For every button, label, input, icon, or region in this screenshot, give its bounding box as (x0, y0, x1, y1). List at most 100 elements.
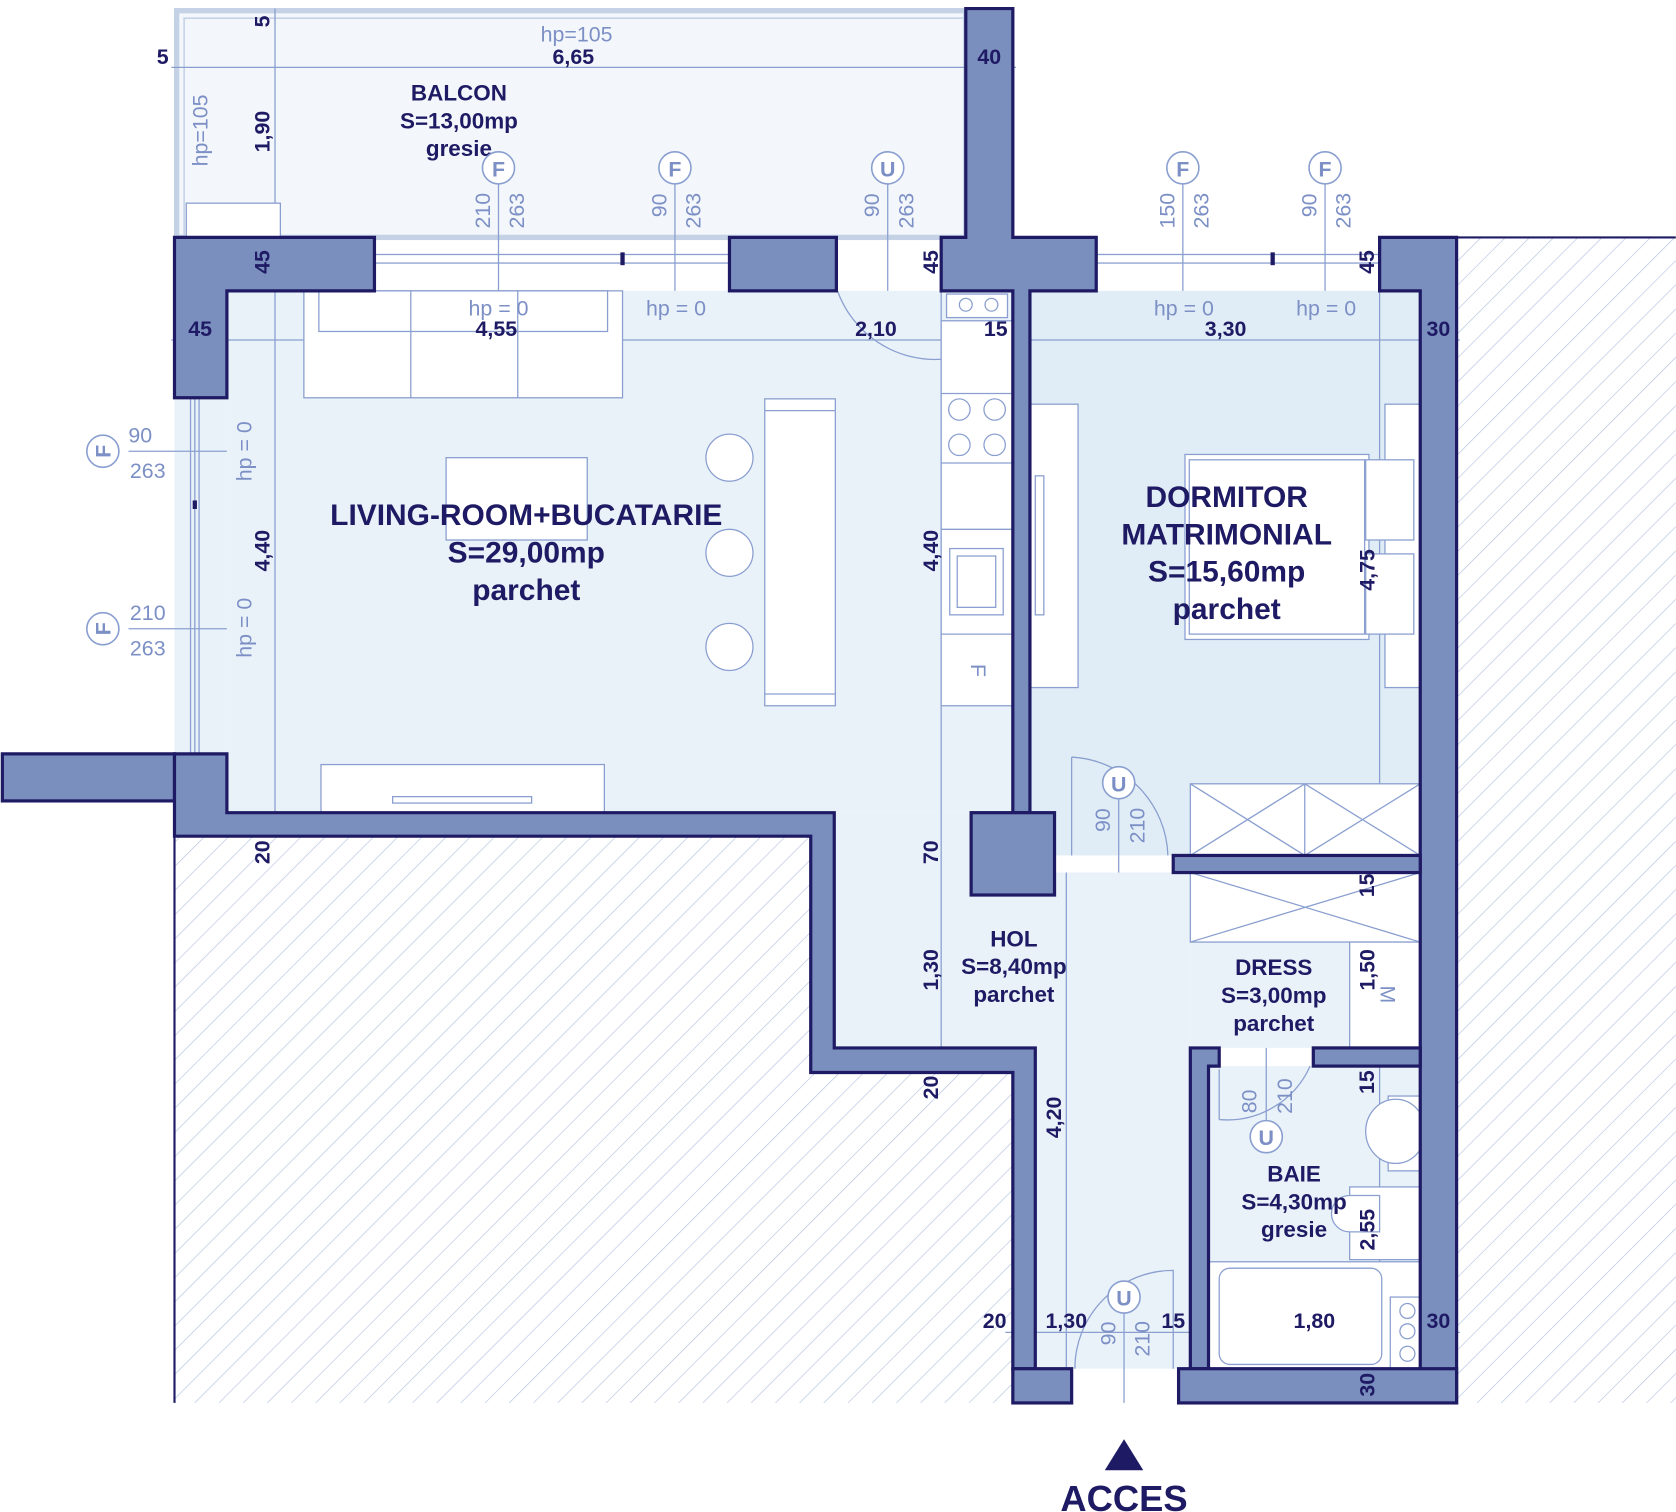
svg-text:LIVING-ROOM+BUCATARIE: LIVING-ROOM+BUCATARIE (330, 499, 722, 532)
bathroom-fixtures (1207, 1095, 1427, 1370)
sill-height: hp = 0 (232, 598, 256, 658)
svg-text:gresie: gresie (1261, 1217, 1327, 1242)
svg-text:210: 210 (1131, 1321, 1155, 1357)
sill-height: hp = 0 (646, 296, 706, 320)
door-marker: U 90 263 (860, 151, 918, 229)
room-label-balcon: BALCON S=13,00mp gresie (400, 81, 518, 162)
svg-text:90: 90 (1091, 808, 1115, 832)
svg-text:parchet: parchet (973, 982, 1055, 1007)
dimension: 15 (1355, 1070, 1379, 1094)
wall (1176, 1367, 1459, 1405)
svg-text:BALCON: BALCON (411, 81, 507, 106)
kitchen-island (764, 398, 836, 707)
dimension: 5 (251, 15, 275, 27)
sill-height-labels: hp=105 hp=105 hp = 0 hp = 0 hp = 0 hp = … (189, 23, 1357, 658)
svg-text:HOL: HOL (990, 926, 1038, 951)
dimension: 4,55 (476, 317, 518, 341)
dimension-labels: 5 5 6,65 40 1,90 45 45 4,55 2,10 45 15 3… (157, 15, 1451, 1396)
sofa (303, 290, 624, 399)
sill-height: hp = 0 (232, 421, 256, 481)
coffee-table (445, 457, 588, 541)
bed (1184, 403, 1421, 689)
room-labels: BALCON S=13,00mp gresie LIVING-ROOM+BUCA… (330, 81, 1347, 1243)
svg-text:90: 90 (128, 424, 152, 448)
svg-text:210: 210 (1125, 808, 1149, 844)
dimension: 4,40 (919, 530, 943, 572)
door-marker: U 90 210 (1091, 765, 1149, 844)
exterior-wall-stub (0, 752, 177, 803)
hatched-area-right (1456, 237, 1676, 1403)
svg-text:F: F (91, 445, 115, 458)
sill-height: hp = 0 (468, 296, 528, 320)
room-label-living: LIVING-ROOM+BUCATARIE S=29,00mp parchet (330, 499, 722, 607)
svg-text:S=29,00mp: S=29,00mp (448, 536, 605, 569)
triangle-up-icon (1104, 1439, 1144, 1471)
bar-stool (705, 433, 754, 482)
svg-text:DORMITOR: DORMITOR (1145, 481, 1307, 514)
dimension: 3,30 (1205, 317, 1247, 341)
hatched-area-left (174, 836, 1013, 1403)
svg-text:U: U (880, 157, 895, 181)
bar-stool (705, 622, 754, 672)
dimension: 2,55 (1355, 1209, 1379, 1251)
svg-text:90: 90 (647, 193, 671, 217)
room-label-dormitor: DORMITOR MATRIMONIAL S=15,60mp parchet (1121, 481, 1332, 626)
balcony-floor (173, 8, 969, 241)
sill-height: hp=105 (541, 23, 613, 47)
window-marker: F 90 263 (86, 424, 166, 483)
closet (1189, 783, 1421, 857)
svg-text:90: 90 (860, 193, 884, 217)
wardrobe-label: M (1376, 986, 1400, 1004)
window-marker: F 210 263 (471, 151, 529, 229)
dimension: 5 (157, 45, 169, 69)
dimension: 20 (919, 1075, 943, 1099)
dimension: 45 (1355, 250, 1379, 274)
room-label-baie: BAIE S=4,30mp gresie (1241, 1162, 1346, 1243)
dimension: 20 (251, 840, 275, 864)
dimension: 30 (1427, 317, 1451, 341)
svg-text:263: 263 (894, 193, 918, 229)
window-marker: F 90 263 (647, 151, 706, 228)
svg-text:U: U (1116, 1287, 1131, 1311)
svg-text:263: 263 (130, 459, 166, 483)
svg-text:F: F (1176, 157, 1189, 181)
tv-unit (320, 763, 605, 814)
svg-text:S=13,00mp: S=13,00mp (400, 108, 518, 133)
dimension: 30 (1427, 1309, 1451, 1333)
svg-text:S=4,30mp: S=4,30mp (1241, 1189, 1346, 1214)
svg-text:263: 263 (505, 193, 529, 229)
sill-height: hp = 0 (1154, 296, 1214, 320)
svg-text:parchet: parchet (472, 574, 580, 607)
kitchen-counter: F (940, 293, 1014, 707)
svg-text:263: 263 (1332, 193, 1356, 229)
window-marker: F 210 263 (86, 601, 166, 660)
svg-text:DRESS: DRESS (1235, 955, 1312, 980)
dimension: 1,50 (1355, 949, 1379, 991)
sill-height: hp = 0 (1296, 296, 1356, 320)
svg-text:U: U (1111, 772, 1126, 796)
svg-text:150: 150 (1155, 193, 1179, 229)
dimension: 2,10 (855, 317, 897, 341)
svg-text:U: U (1259, 1126, 1274, 1150)
access-label: ACCES (1060, 1478, 1187, 1512)
walls (0, 6, 1459, 1405)
door-marker: U 80 210 (1238, 1078, 1297, 1154)
dimension: 4,40 (251, 530, 275, 572)
svg-text:F: F (1319, 157, 1332, 181)
dimension: 45 (919, 250, 943, 274)
svg-text:90: 90 (1096, 1321, 1120, 1345)
dimension: 4,75 (1355, 549, 1379, 591)
wall (1171, 853, 1422, 875)
svg-text:80: 80 (1238, 1089, 1262, 1113)
wall (1011, 1367, 1074, 1405)
dimension: 15 (1355, 873, 1379, 897)
door-marker: U 90 210 (1096, 1280, 1155, 1357)
svg-text:210: 210 (130, 601, 166, 625)
svg-text:210: 210 (471, 193, 495, 229)
bar-stool (705, 528, 754, 577)
svg-text:S=3,00mp: S=3,00mp (1221, 983, 1326, 1008)
pillar (969, 811, 1057, 897)
svg-text:gresie: gresie (426, 136, 492, 161)
dimension: 20 (983, 1309, 1007, 1333)
